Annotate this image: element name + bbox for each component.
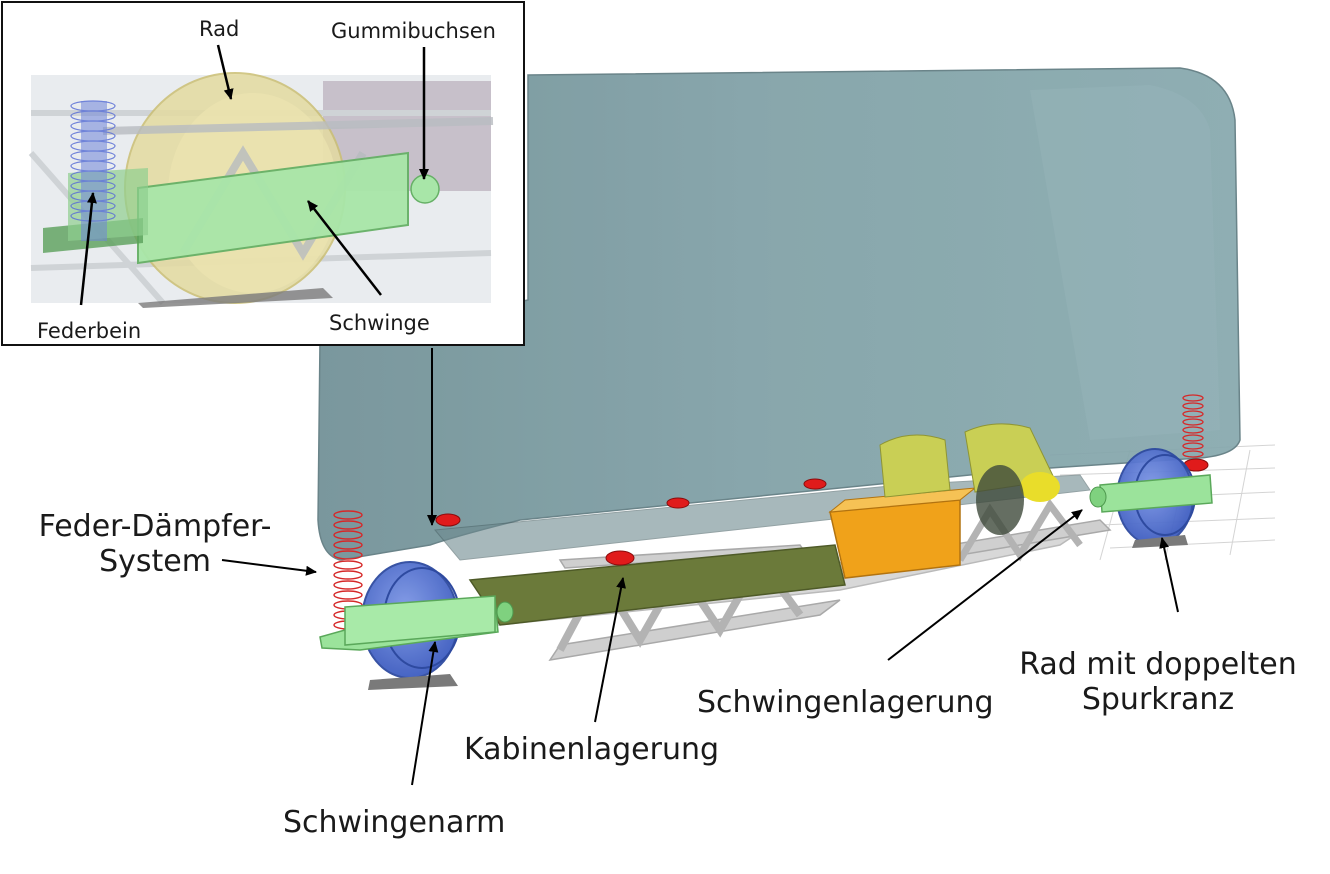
leader-arrows — [221, 348, 1179, 786]
label-rad: Rad — [199, 17, 240, 41]
inset-detail-view: Rad Gummibuchsen Federbein Schwinge — [1, 1, 525, 346]
label-feder-daempfer-line1: Feder-Dämpfer- — [38, 509, 272, 544]
cabin-highlight — [1030, 85, 1220, 440]
cabin-bearings — [435, 458, 1209, 566]
label-federbein: Federbein — [37, 319, 142, 343]
right-spring — [1182, 394, 1204, 458]
label-feder-daempfer-line2: System — [99, 543, 211, 579]
right-swing-arm — [1089, 474, 1213, 513]
left-swing-arm — [319, 595, 514, 651]
label-kabinenlagerung: Kabinenlagerung — [464, 732, 720, 767]
label-schwingenlagerung: Schwingenlagerung — [697, 685, 994, 720]
label-schwinge: Schwinge — [329, 311, 430, 335]
rear-wheel — [976, 465, 1024, 535]
label-gummibuchsen: Gummibuchsen — [331, 19, 496, 43]
inset-illustration — [28, 44, 494, 308]
label-rad-doppelt: Rad mit doppelten Spurkranz — [1013, 647, 1303, 717]
label-schwingenarm: Schwingenarm — [283, 805, 506, 840]
label-rad-doppelt-line1: Rad mit doppelten — [1019, 647, 1297, 682]
control-box — [829, 499, 961, 579]
label-feder-daempfer-system: Feder-Dämpfer- System — [30, 509, 280, 579]
label-rad-doppelt-line2: Spurkranz — [1081, 681, 1235, 717]
